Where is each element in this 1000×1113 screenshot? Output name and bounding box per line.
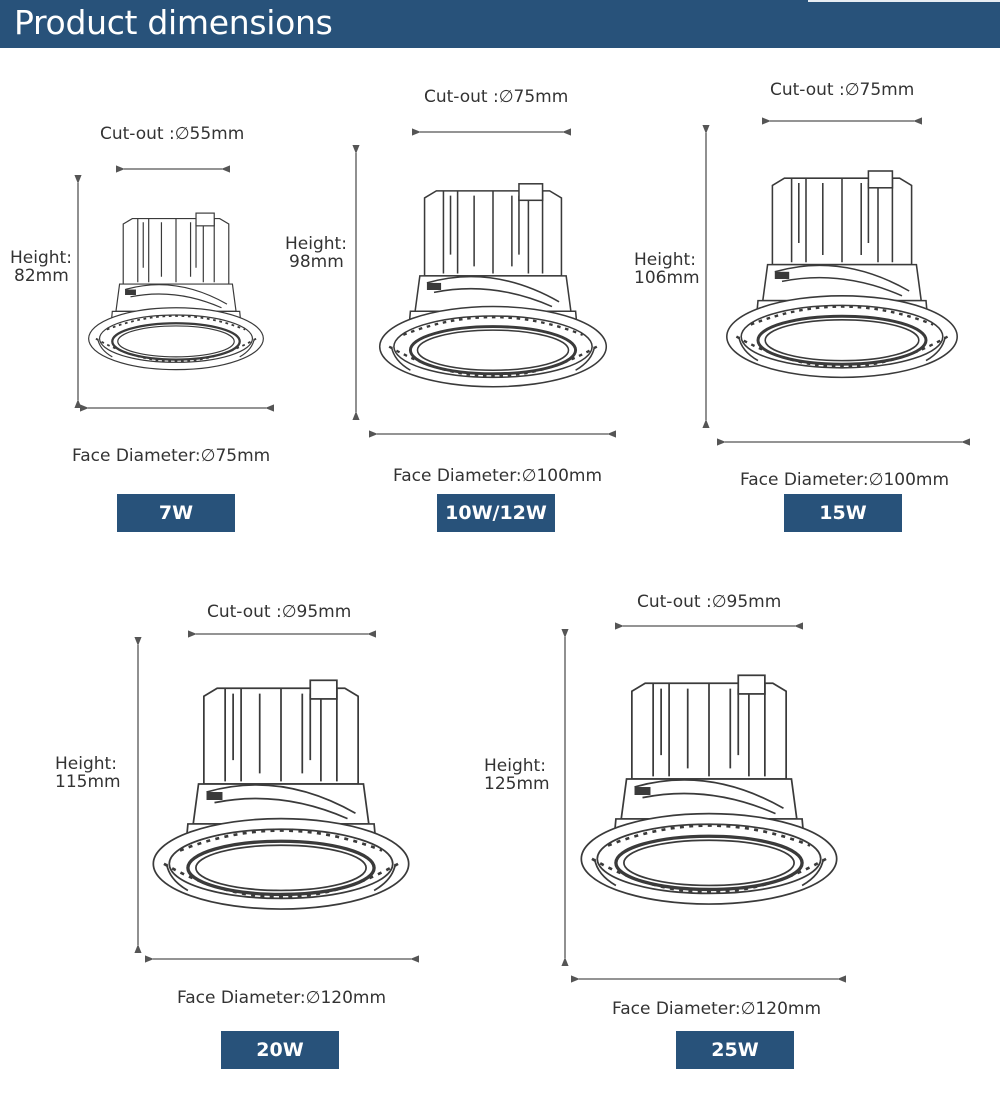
cutout-label-7w: Cut-out :∅55mm [100,124,245,144]
drawing-10w-12w [352,128,617,438]
header-accent-line [808,0,1000,2]
face-label-25w: Face Diameter:∅120mm [612,999,822,1019]
drawing-15w [702,117,971,446]
cutout-label-25w: Cut-out :∅95mm [637,592,782,612]
cutout-label-15w: Cut-out :∅75mm [770,80,915,100]
height-label-25w: Height: [484,756,546,776]
page-title: Product dimensions [14,3,333,42]
face-label-20w: Face Diameter:∅120mm [177,988,387,1008]
cutout-label-20w: Cut-out :∅95mm [207,602,352,622]
power-badge-25w: 25W [676,1031,794,1069]
height-label-10w: Height: [285,234,347,254]
power-badge-10w-12w: 10W/12W [437,494,555,532]
height-value-25w: 125mm [484,774,550,794]
drawing-20w [134,630,420,963]
power-badge-20w: 20W [221,1031,339,1069]
height-label-15w: Height: [634,250,696,270]
drawing-7w [74,165,275,412]
height-value-10w: 98mm [289,252,344,272]
power-badge-7w: 7W [117,494,235,532]
face-label-7w: Face Diameter:∅75mm [72,446,271,466]
face-label-15w: Face Diameter:∅100mm [740,470,950,490]
power-badge-15w: 15W [784,494,902,532]
cutout-label-10w: Cut-out :∅75mm [424,87,569,107]
height-value-20w: 115mm [55,772,121,792]
page-header: Product dimensions [0,0,1000,48]
height-value-7w: 82mm [14,266,69,286]
height-label-7w: Height: [10,248,72,268]
drawing-25w [561,622,847,983]
height-value-15w: 106mm [634,268,700,288]
face-label-10w: Face Diameter:∅100mm [393,466,603,486]
height-label-20w: Height: [55,754,117,774]
